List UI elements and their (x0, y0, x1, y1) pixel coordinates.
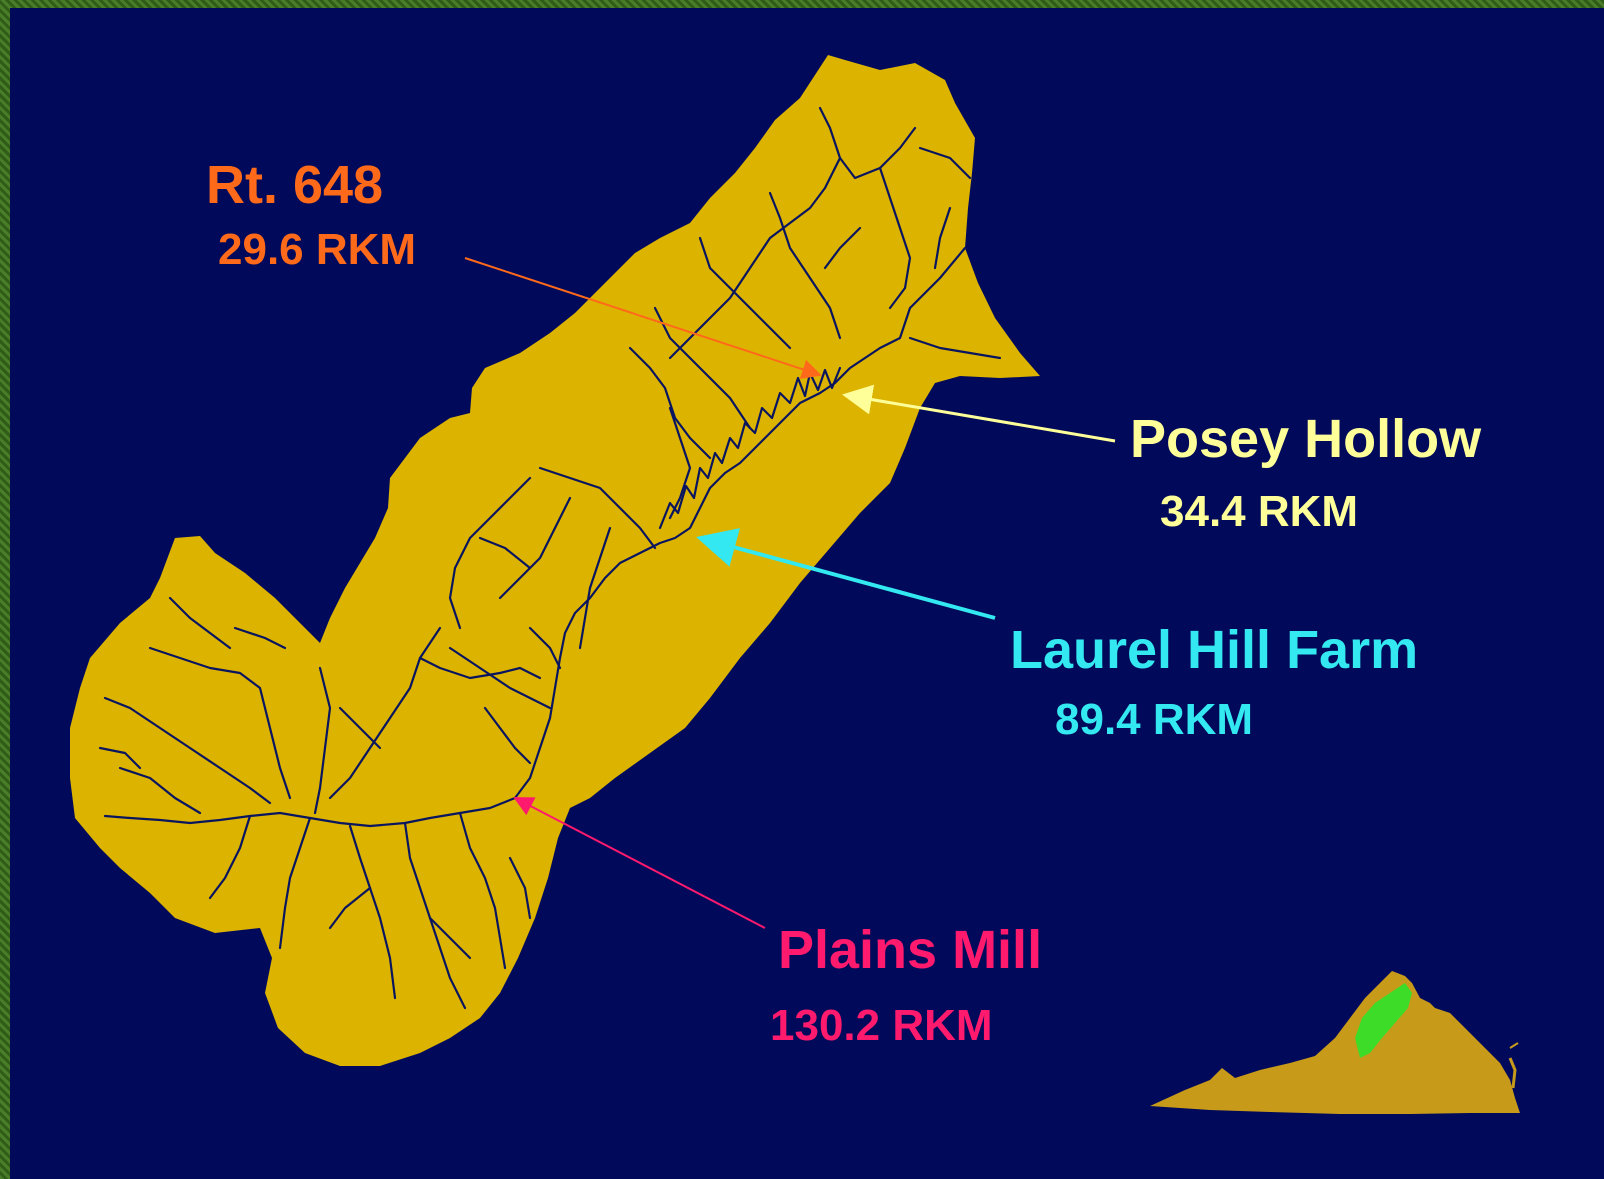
laurel-hill-farm-name: Laurel Hill Farm (1010, 620, 1419, 680)
map-panel: Rt. 648 29.6 RKM Posey Hollow 34.4 RKM L… (10, 8, 1604, 1179)
posey-hollow-name: Posey Hollow (1130, 409, 1482, 469)
posey-hollow-distance: 34.4 RKM (1160, 487, 1359, 536)
virginia-outline (1150, 971, 1520, 1114)
laurel-hill-farm-distance: 89.4 RKM (1055, 695, 1254, 744)
watershed-highlight (1355, 983, 1412, 1058)
virginia-inset-map (1150, 971, 1520, 1114)
rt648-arrow (464, 257, 822, 379)
plains-mill-name: Plains Mill (778, 920, 1043, 980)
posey-hollow-arrow (842, 384, 1116, 443)
rt648-distance: 29.6 RKM (218, 225, 417, 274)
laurel-hill-farm-arrow (696, 528, 996, 620)
watershed-area (70, 55, 1040, 1066)
rt648-name: Rt. 648 (206, 155, 384, 215)
watershed-map (70, 55, 1520, 1114)
plains-mill-distance: 130.2 RKM (770, 1001, 993, 1050)
plains-mill-arrow (513, 797, 766, 929)
